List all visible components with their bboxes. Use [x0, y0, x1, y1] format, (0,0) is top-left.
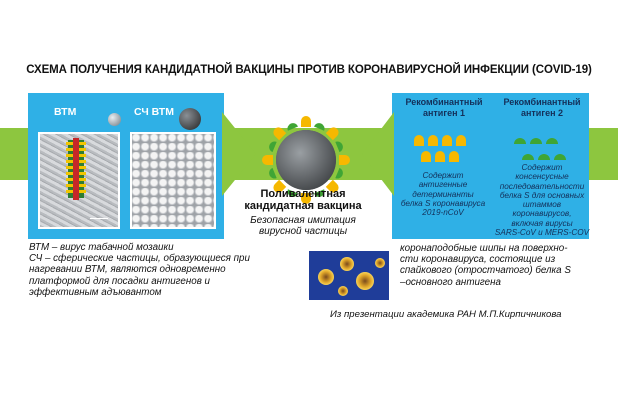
antigen1-petal	[273, 127, 287, 141]
antigen1-petal	[325, 127, 339, 141]
antigen1-petal	[339, 155, 350, 165]
antigen1-petal	[273, 179, 287, 193]
antigen1-petal	[301, 116, 311, 127]
antigens-panel	[392, 93, 589, 239]
antigen1-shapes-icon	[414, 135, 466, 162]
diagram-title: СХЕМА ПОЛУЧЕНИЯ КАНДИДАТНОЙ ВАКЦИНЫ ПРОТ…	[26, 64, 592, 76]
antigen2-petal	[313, 123, 325, 131]
vaccine-label: Поливалентная кандидатная вакцина	[244, 188, 362, 212]
coronavirus-micrograph	[309, 251, 389, 300]
antigen1-petal	[325, 179, 339, 193]
antigen2-petal	[287, 189, 299, 197]
sch-tmv-label: СЧ ВТМ	[134, 106, 174, 118]
antigen1-petal	[301, 193, 311, 204]
spike-note: коронаподобные шипы на поверхно- сти кор…	[400, 243, 571, 288]
antigen2-shapes-icon	[514, 138, 566, 160]
dark-sphere-icon	[179, 108, 201, 130]
vaccine-particle-icon	[262, 116, 350, 204]
antigen2-petal	[335, 141, 343, 153]
arrow-left-icon	[362, 112, 394, 196]
antigen2-petal	[313, 189, 325, 197]
antigen1-title: Рекомбинантный антиген 1	[405, 97, 483, 118]
abbreviation-note: ВТМ – вирус табачной мозаики СЧ – сферич…	[29, 242, 250, 298]
antigen1-description: Содержит антигенные детерминанты белка S…	[400, 171, 486, 218]
vaccine-sublabel: Безопасная имитация вирусной частицы	[250, 215, 356, 237]
spherical-particles-micrograph	[130, 132, 216, 229]
antigen2-description: Содержит консенсусные последовательности…	[494, 163, 590, 238]
antigen2-petal	[269, 167, 277, 179]
tmv-label: ВТМ	[54, 106, 77, 118]
antigen2-petal	[335, 167, 343, 179]
antigen2-petal	[287, 123, 299, 131]
tmv-helix-icon	[66, 138, 86, 200]
arrow-right-icon	[222, 112, 256, 196]
antigen2-title: Рекомбинантный антиген 2	[503, 97, 581, 118]
source-credit: Из презентации академика РАН М.П.Кирпичн…	[330, 309, 562, 320]
antigen2-petal	[269, 141, 277, 153]
small-sphere-icon	[108, 113, 121, 126]
antigen1-petal	[262, 155, 273, 165]
